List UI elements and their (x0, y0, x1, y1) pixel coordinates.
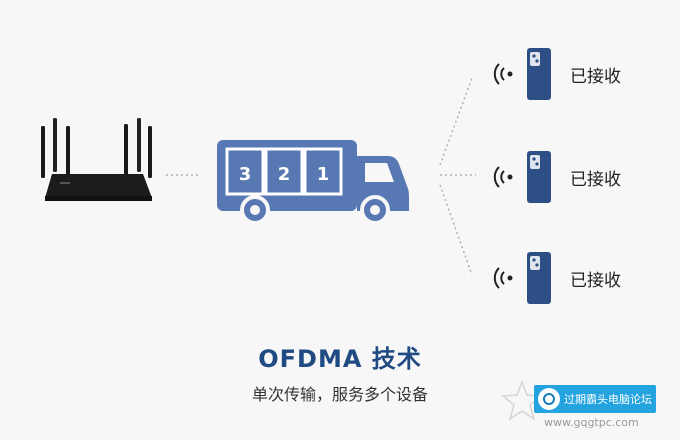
diagram-title: OFDMA 技术 (258, 345, 422, 373)
phone-icon (527, 48, 551, 100)
link-truck-devices (439, 77, 476, 276)
cargo-label-1: 3 (239, 164, 252, 185)
watermark-url: www.gqgtpc.com (544, 416, 639, 429)
cargo-label-2: 2 (278, 164, 291, 185)
router-icon (41, 118, 152, 201)
truck-cargo-slots: 3 2 1 (225, 147, 343, 196)
device-status-label: 已接收 (570, 170, 621, 190)
diagram-subtitle: 单次传输，服务多个设备 (251, 385, 428, 404)
wifi-signal-icon (493, 166, 513, 188)
phone-icon (527, 252, 551, 304)
device-status-label: 已接收 (570, 271, 621, 291)
watermark-badge: 过期霸头电脑论坛 (534, 385, 656, 413)
wifi-signal-icon (493, 267, 513, 289)
cargo-label-3: 1 (317, 164, 330, 185)
watermark-text: 过期霸头电脑论坛 (564, 393, 652, 406)
phone-icon (527, 151, 551, 203)
wifi-signal-icon (493, 63, 513, 85)
device-status-label: 已接收 (570, 67, 621, 87)
watermark-logo-icon (538, 388, 560, 410)
